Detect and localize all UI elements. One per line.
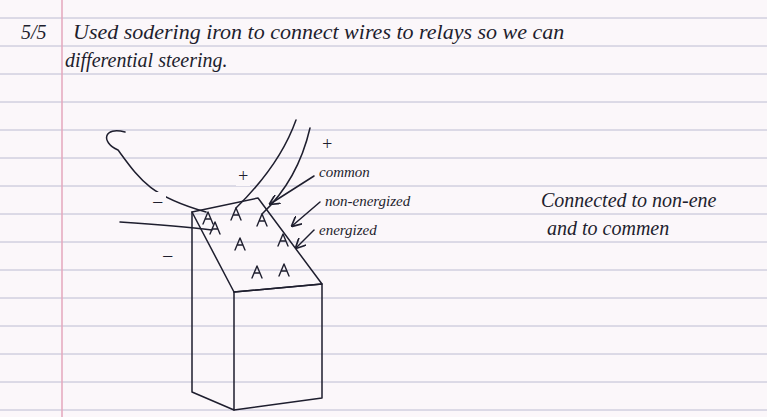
date-note: 5/5 [20, 21, 48, 43]
note-text: differential steering. [64, 49, 229, 71]
negative-wire [107, 131, 206, 212]
leader-arrow [270, 176, 314, 204]
terminal-label: energized [318, 221, 378, 239]
relay-terminals [203, 208, 289, 278]
relay-top-face [192, 198, 322, 292]
terminal-label: non-energized [324, 192, 411, 210]
relay-side-face [192, 212, 234, 410]
note-text: Connected to non-ene [540, 189, 718, 211]
leader-arrow [296, 230, 314, 248]
margin-line [61, 0, 63, 417]
leader-arrow [292, 202, 320, 226]
note-text: Used sodering iron to connect wires to r… [72, 20, 565, 44]
relay-front-face [234, 284, 322, 410]
terminal-label: common [318, 163, 371, 181]
negative-wire [120, 222, 212, 230]
positive-wire [262, 128, 310, 214]
polarity-sign: − [150, 192, 166, 212]
polarity-sign: + [320, 134, 334, 154]
ruled-lines [0, 18, 767, 410]
polarity-sign: − [160, 246, 176, 266]
polarity-sign: + [236, 166, 250, 186]
relay-sketch [107, 120, 322, 410]
positive-wire [236, 120, 296, 208]
note-text: and to commen [546, 217, 670, 239]
